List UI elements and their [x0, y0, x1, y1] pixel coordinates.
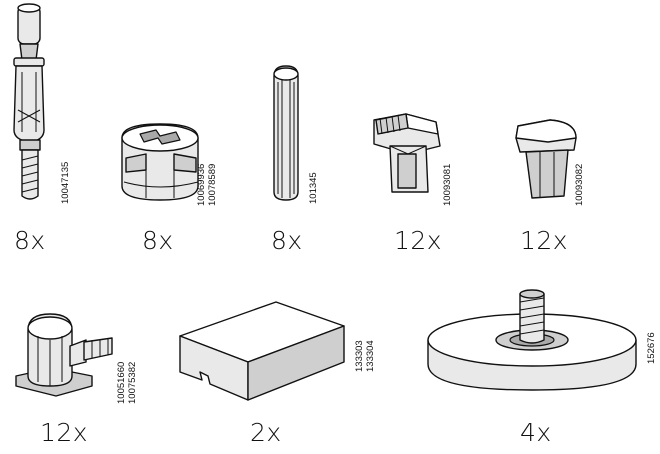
shelf-support-cap-icon [515, 119, 577, 199]
part-code-rubber-pad: 133303 133304 [354, 340, 376, 372]
quantity-label-cam-bolt: 8x [14, 226, 46, 255]
quantity-label-hose-connector: 12x [40, 418, 89, 447]
rubber-pad-icon [179, 301, 345, 401]
part-code-line: 10051660 [116, 361, 127, 404]
cam-bolt-icon [13, 3, 45, 200]
part-code-line: 133303 [354, 340, 365, 372]
wooden-dowel-icon [273, 65, 299, 201]
cam-lock-icon [121, 123, 199, 201]
part-code-hose-connector: 10051660 10075382 [116, 362, 138, 404]
part-code-cam-bolt: 10047135 [60, 162, 71, 204]
shelf-clip-icon [373, 113, 441, 193]
quantity-label-cam-lock: 8x [142, 226, 174, 255]
part-code-line: 10093081 [442, 163, 453, 206]
part-code-line: 10093082 [574, 163, 585, 206]
part-code-line: 152676 [646, 332, 657, 364]
part-code-line: 10069936 [196, 163, 207, 206]
quantity-label-shelf-clip: 12x [394, 226, 443, 255]
part-code-line: 101345 [308, 172, 319, 204]
quantity-label-adjustable-foot: 4x [520, 418, 552, 447]
part-code-line: 10075382 [127, 361, 138, 404]
part-code-shelf-support-cap: 10093082 [574, 164, 585, 206]
quantity-label-rubber-pad: 2x [250, 418, 282, 447]
part-code-line: 133304 [365, 340, 376, 372]
part-code-shelf-clip: 10093081 [442, 164, 453, 206]
adjustable-foot-icon [427, 289, 637, 391]
part-code-wood-dowel: 101345 [308, 172, 319, 204]
quantity-label-wood-dowel: 8x [271, 226, 303, 255]
part-code-cam-lock: 10069936 10078589 [196, 164, 218, 206]
part-code-adjustable-foot: 152676 [646, 332, 657, 364]
quantity-label-shelf-support-cap: 12x [520, 226, 569, 255]
part-code-line: 10078589 [207, 163, 218, 206]
connector-fitting-icon [15, 313, 113, 397]
part-code-line: 10047135 [60, 161, 71, 204]
